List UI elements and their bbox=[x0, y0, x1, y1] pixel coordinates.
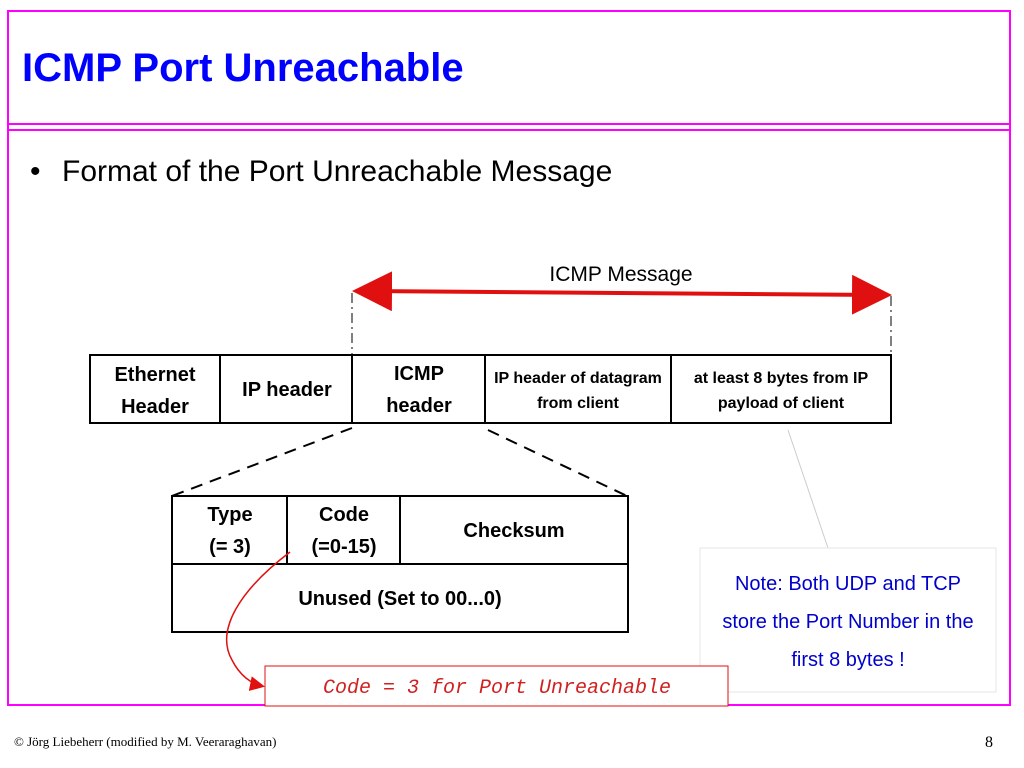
code-field-line2: (=0-15) bbox=[311, 536, 376, 558]
icmp-message-arrow bbox=[352, 271, 892, 315]
note-line1: Note: Both UDP and TCP bbox=[735, 573, 961, 595]
type-field-line2: (= 3) bbox=[209, 536, 251, 558]
bullet-dot-icon: • bbox=[30, 155, 41, 188]
packet-row: Ethernet Header IP header ICMP header IP… bbox=[89, 354, 892, 424]
title-rule-top bbox=[9, 123, 1009, 125]
code-callout-box bbox=[264, 665, 729, 707]
ip-header-label: IP header bbox=[242, 379, 332, 401]
note-leader-line bbox=[787, 429, 829, 549]
icmp-header-detail: Type (= 3) Code (=0-15) Checksum Unused … bbox=[171, 495, 629, 633]
page-number: 8 bbox=[985, 734, 993, 751]
checksum-field: Checksum bbox=[463, 520, 564, 542]
note-box bbox=[699, 547, 997, 693]
icmp-header-line1: ICMP bbox=[394, 363, 444, 385]
ethernet-header-line1: Ethernet bbox=[114, 364, 195, 386]
ip-header-of-datagram-line1: IP header of datagram bbox=[494, 370, 662, 387]
ip-header-of-datagram-line2: from client bbox=[537, 395, 619, 412]
bullet-text: Format of the Port Unreachable Message bbox=[62, 155, 613, 188]
packet-outline bbox=[89, 354, 892, 424]
title-rule-bottom bbox=[9, 129, 1009, 131]
note-line2: store the Port Number in the bbox=[722, 611, 973, 633]
note-line3: first 8 bytes ! bbox=[791, 649, 904, 671]
payload-bytes-line1: at least 8 bytes from IP bbox=[694, 370, 869, 387]
payload-bytes-line2: payload of client bbox=[718, 395, 845, 412]
code-field-line1: Code bbox=[319, 504, 369, 526]
code-callout-text: Code = 3 for Port Unreachable bbox=[323, 677, 671, 700]
icmp-header-line2: header bbox=[386, 395, 452, 417]
code-callout-arrow bbox=[225, 551, 291, 691]
type-field-line1: Type bbox=[207, 504, 252, 526]
slide-title: ICMP Port Unreachable bbox=[22, 46, 464, 90]
bullet-item: • Format of the Port Unreachable Message bbox=[30, 152, 612, 192]
unused-field: Unused (Set to 00...0) bbox=[298, 588, 501, 610]
icmp-message-label: ICMP Message bbox=[549, 263, 692, 286]
expand-right-dashed bbox=[487, 429, 628, 497]
footer-copyright: © Jörg Liebeherr (modified by M. Veerara… bbox=[14, 734, 277, 749]
expand-left-dashed bbox=[171, 427, 353, 497]
ethernet-header-line2: Header bbox=[121, 396, 189, 418]
